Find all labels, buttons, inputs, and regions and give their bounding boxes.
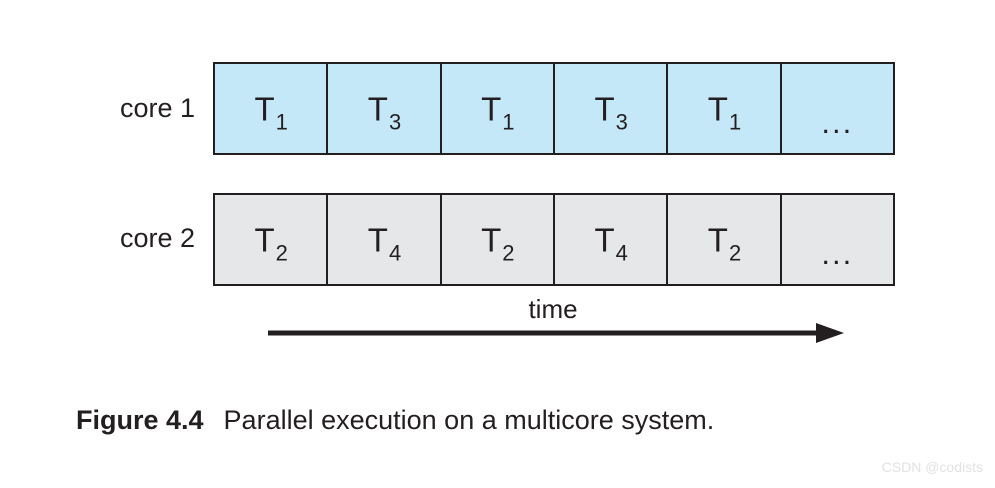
core-2-slot-6-continuation: ... — [782, 195, 893, 284]
core-2-slot-5: T2 — [668, 195, 782, 284]
figure-caption: Figure 4.4 Parallel execution on a multic… — [76, 404, 714, 436]
core-1-timeline: T1 T3 T1 T3 T1 ... — [213, 62, 895, 155]
core-1-slot-2: T3 — [328, 64, 442, 153]
figure-number: Figure 4.4 — [76, 405, 204, 435]
task-label: T1 — [254, 90, 288, 134]
task-label: T2 — [254, 221, 288, 265]
core-2-slot-2: T4 — [328, 195, 442, 284]
core-2-slot-3: T2 — [442, 195, 555, 284]
task-label: T1 — [707, 90, 742, 134]
core-1-slot-5: T1 — [668, 64, 782, 153]
core-1-slot-4: T3 — [555, 64, 669, 153]
time-axis-label: time — [528, 294, 578, 324]
figure-caption-text: Parallel execution on a multicore system… — [223, 405, 715, 435]
watermark: CSDN @codists — [881, 459, 983, 475]
task-label: T2 — [481, 221, 515, 265]
core-1-slot-6-continuation: ... — [782, 64, 893, 153]
ellipsis-label: ... — [821, 235, 854, 271]
time-arrow-icon — [268, 323, 844, 343]
core-1-label: core 1 — [119, 93, 195, 123]
task-label: T3 — [367, 90, 402, 134]
core-2-slot-4: T4 — [555, 195, 669, 284]
core-1-slot-3: T1 — [442, 64, 555, 153]
core-2-slot-1: T2 — [215, 195, 329, 284]
core-1-slot-1: T1 — [215, 64, 329, 153]
task-label: T3 — [594, 90, 628, 134]
task-label: T4 — [367, 221, 402, 265]
task-label: T1 — [481, 90, 515, 134]
core-2-timeline: T2 T4 T2 T4 T2 ... — [213, 193, 895, 286]
ellipsis-label: ... — [821, 104, 854, 140]
core-2-label: core 2 — [119, 223, 195, 253]
task-label: T4 — [594, 221, 628, 265]
task-label: T2 — [707, 221, 742, 265]
